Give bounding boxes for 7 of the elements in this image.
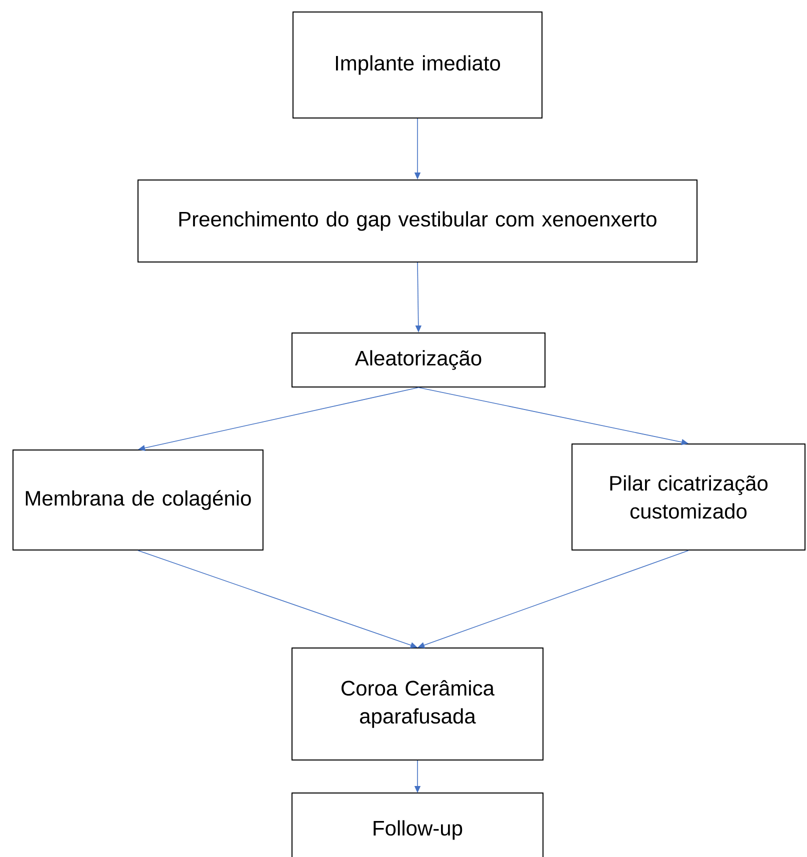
process-box: Pilar cicatrização customizado [572, 444, 806, 550]
process-box: Aleatorização [292, 332, 546, 388]
process-box: Coroa Cerâmica aparafusada [292, 648, 544, 760]
process-box: Implante imediato [292, 12, 542, 118]
process-box: Follow-up [292, 792, 544, 857]
process-box: Preenchimento do gap vestibular com xenoenxerto [138, 180, 698, 262]
process-box: Membrana de colagénio [12, 450, 264, 550]
